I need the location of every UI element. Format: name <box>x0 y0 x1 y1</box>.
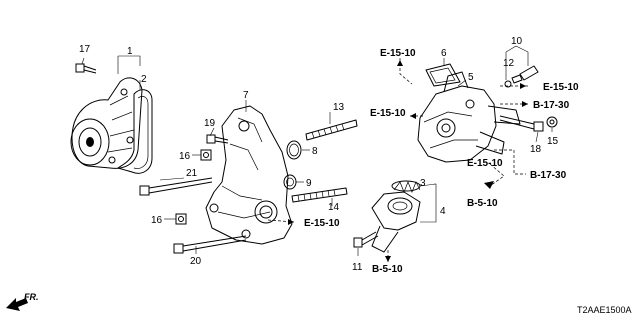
bolt-18 <box>499 115 544 132</box>
water-pump-assembly <box>70 77 143 169</box>
bolt-11 <box>353 231 379 248</box>
ref-e-15-10-left: E-15-10 <box>370 108 406 119</box>
callout-7: 7 <box>243 90 249 101</box>
bolt-20 <box>173 235 247 254</box>
flange-nut-16-upper <box>200 149 212 161</box>
callout-19: 19 <box>204 118 216 129</box>
callout-17: 17 <box>79 44 91 55</box>
ref-b-5-10-bottom: B-5-10 <box>372 264 403 275</box>
o-ring-10 <box>504 80 512 88</box>
reference-indicators <box>267 58 530 262</box>
callout-16-lower: 16 <box>151 215 163 226</box>
o-ring-9 <box>283 174 297 190</box>
reference-codes: E-15-10 E-15-10 E-15-10 E-15-10 E-15-10 … <box>304 48 579 275</box>
callout-20: 20 <box>190 256 202 267</box>
sensor-12 <box>511 65 539 84</box>
thermostat-case <box>371 191 421 253</box>
front-direction-arrow-icon <box>6 298 28 311</box>
callout-4: 4 <box>440 206 446 217</box>
ref-b-5-10-right: B-5-10 <box>467 198 498 209</box>
bolt-15 <box>546 116 558 128</box>
ref-e-15-10-mid: E-15-10 <box>467 158 503 169</box>
front-direction-label: FR. <box>24 292 39 302</box>
callout-10: 10 <box>511 36 523 47</box>
callout-2: 2 <box>141 74 147 85</box>
leader-lines <box>81 45 553 256</box>
callout-labels: 1 2 3 4 5 6 7 8 9 10 11 12 13 14 15 16 1… <box>79 36 559 273</box>
callout-6: 6 <box>441 48 447 59</box>
callout-18: 18 <box>530 144 542 155</box>
bolt-21 <box>139 177 213 196</box>
callout-11: 11 <box>352 262 363 273</box>
bolt-19 <box>206 134 229 144</box>
callout-13: 13 <box>333 102 345 113</box>
callout-12: 12 <box>503 58 515 69</box>
callout-21: 21 <box>186 168 198 179</box>
bolt-17 <box>75 63 97 74</box>
callout-1: 1 <box>127 46 133 57</box>
callout-8: 8 <box>312 146 318 157</box>
ref-b-17-30-upper: B-17-30 <box>533 100 570 111</box>
ref-e-15-10-top: E-15-10 <box>380 48 416 59</box>
ref-e-15-10-right: E-15-10 <box>543 82 579 93</box>
callout-3: 3 <box>420 178 426 189</box>
o-ring-8 <box>286 140 302 160</box>
callout-9: 9 <box>306 178 312 189</box>
callout-16-upper: 16 <box>179 151 191 162</box>
ref-e-15-10-bottom: E-15-10 <box>304 218 340 229</box>
stud-bolt-13 <box>305 119 358 141</box>
callout-15: 15 <box>547 136 559 147</box>
callout-5: 5 <box>468 72 474 83</box>
callout-14: 14 <box>328 202 340 213</box>
ref-b-17-30-lower: B-17-30 <box>530 170 567 181</box>
flange-nut-16-lower <box>175 213 187 225</box>
bracket <box>205 105 293 245</box>
thermostat-spring-3 <box>391 180 421 193</box>
gasket-6 <box>425 63 461 87</box>
water-pump-gasket <box>117 89 153 174</box>
diagram-code: T2AAE1500A <box>577 305 632 315</box>
stud-bolt-14 <box>291 187 348 203</box>
